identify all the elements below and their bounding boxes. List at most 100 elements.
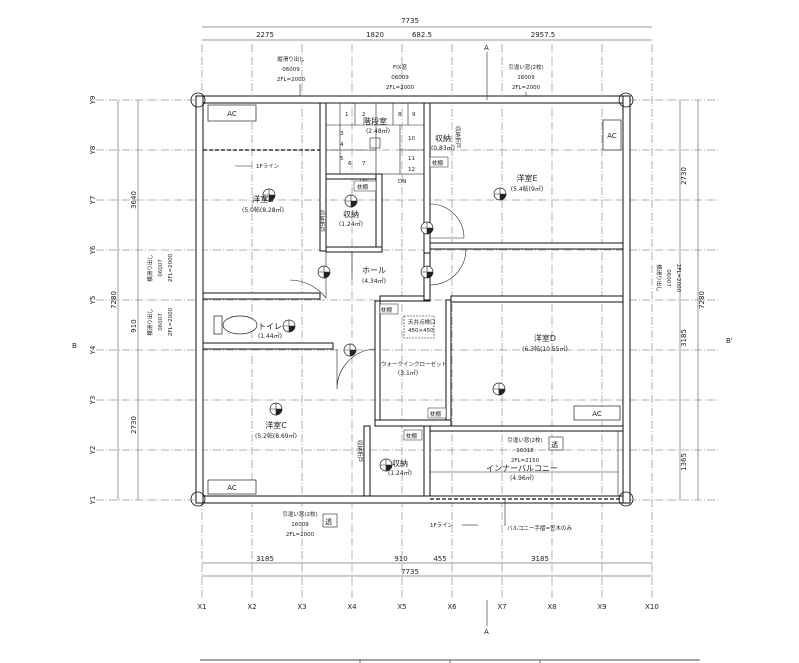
grid-label-x: X6 bbox=[447, 603, 457, 611]
ac-label-d: AC bbox=[592, 410, 602, 418]
grid-label-x: X5 bbox=[397, 603, 406, 611]
step-9: 9 bbox=[412, 112, 416, 118]
room-area-b: (5.0帖(8.28㎡) bbox=[242, 206, 284, 214]
fold-door-2: 収納折戸 bbox=[454, 126, 462, 149]
window-8-height: 2FL=2000 bbox=[286, 532, 315, 538]
shelf-label-5: 枕棚 bbox=[406, 432, 418, 440]
left-dimensions: 7280 3640 910 2730 bbox=[110, 100, 139, 500]
grid-label-y: Y7 bbox=[89, 196, 97, 206]
grid-label-x: X9 bbox=[597, 603, 606, 611]
bottom-dimensions: 3185 910 455 3185 7735 bbox=[202, 555, 652, 577]
shelf-labels: 枕棚 枕棚 枕棚 枕棚 枕棚 収納折戸 収納折戸 収納折戸 bbox=[318, 126, 462, 463]
room-area-stair: (2.48㎡) bbox=[366, 127, 390, 135]
step-6: 6 bbox=[348, 161, 352, 167]
window-4-type: 横滑り出し bbox=[146, 254, 154, 282]
window-5-code: 06007 bbox=[158, 313, 164, 331]
shelf-label-4: 枕棚 bbox=[430, 410, 442, 418]
window-7-type: 引違い窓(2枚) bbox=[507, 436, 542, 444]
dim-overall-top: 7735 bbox=[401, 17, 419, 25]
room-area-e: (5.4帖(9㎡) bbox=[511, 185, 543, 193]
step-12: 12 bbox=[408, 167, 415, 173]
window-5-height: 2FL=2000 bbox=[168, 307, 174, 336]
dim-bottom-1: 3185 bbox=[256, 555, 274, 563]
step-8: 8 bbox=[398, 112, 402, 118]
dim-top-2: 1820 bbox=[366, 31, 384, 39]
ceiling-light-icon bbox=[343, 343, 357, 357]
ac-label-b: AC bbox=[227, 110, 237, 118]
ceiling-light-icon bbox=[262, 188, 276, 202]
section-marks: A A B B' bbox=[72, 44, 733, 636]
dim-right-1: 2730 bbox=[680, 167, 688, 185]
hatch-size: 450×450 bbox=[408, 328, 434, 334]
room-name-wic: ウォークインクローゼット bbox=[381, 360, 447, 368]
dim-right-3: 1365 bbox=[680, 453, 688, 471]
dim-overall-bottom: 7735 bbox=[401, 568, 419, 576]
doors bbox=[289, 203, 467, 390]
ceiling-light-icon bbox=[269, 402, 283, 416]
window-7-code: 16018 bbox=[516, 448, 534, 454]
dim-top-1: 2275 bbox=[256, 31, 274, 39]
dim-right-outer: 7280 bbox=[698, 291, 706, 309]
step-1: 1 bbox=[345, 112, 349, 118]
shelf-label-1: 枕棚 bbox=[357, 183, 369, 191]
dim-right-2: 3185 bbox=[680, 329, 688, 347]
dim-bottom-3: 455 bbox=[433, 555, 446, 563]
room-area-storage-3: (1.24㎡) bbox=[388, 469, 412, 477]
room-name-storage-2: 収納 bbox=[343, 209, 359, 219]
railing-label: バルコニー手摺=笠木のみ bbox=[507, 524, 572, 532]
shelf-label-3: 枕棚 bbox=[381, 306, 393, 314]
dim-left-outer: 7280 bbox=[110, 291, 118, 309]
grid-label-y: Y1 bbox=[89, 496, 97, 506]
section-b-left: B bbox=[72, 342, 77, 350]
section-a-bottom: A bbox=[484, 628, 489, 636]
window-1-code: 06009 bbox=[282, 67, 300, 73]
grid-lines bbox=[96, 44, 718, 598]
room-name-b: 洋室B bbox=[252, 194, 274, 204]
room-area-storage-2: (1.24㎡) bbox=[339, 220, 363, 228]
window-2-code: 06009 bbox=[391, 75, 409, 81]
ac-label-e: AC bbox=[607, 132, 617, 140]
hatch-label: 天井点検口 bbox=[408, 318, 436, 326]
dim-left-1: 3640 bbox=[130, 191, 138, 209]
ceiling-light-icon bbox=[420, 265, 434, 279]
window-1-type: 縦滑り出し bbox=[277, 55, 305, 63]
ceiling-light-icon bbox=[492, 382, 506, 396]
dim-left-2: 910 bbox=[130, 319, 138, 332]
dim-left-3: 2730 bbox=[130, 416, 138, 434]
room-name-e: 洋室E bbox=[516, 173, 537, 183]
window-6-code: 06007 bbox=[665, 269, 671, 287]
fline-label-lower: 1Fライン bbox=[430, 522, 454, 529]
room-name-storage-3: 収納 bbox=[392, 458, 408, 468]
window-6-type: 横滑り出し bbox=[655, 264, 663, 292]
room-area-wic: (3.1㎡) bbox=[398, 369, 418, 377]
room-labels: 階段室 (2.48㎡) 収納 (0.83㎡) 洋室E (5.4帖(9㎡) 洋室B… bbox=[242, 116, 568, 482]
fold-door-3: 収納折戸 bbox=[356, 440, 364, 463]
grid-label-x: X4 bbox=[347, 603, 357, 611]
window-3-code: 16009 bbox=[517, 75, 535, 81]
top-dimensions: 7735 2275 1820 682.5 2957.5 bbox=[202, 17, 652, 41]
ceiling-light-icon bbox=[379, 458, 393, 472]
room-area-toilet: (1.44㎡) bbox=[258, 332, 282, 340]
clear-glass-1: 透 bbox=[551, 441, 558, 449]
window-6-height: 2FL=2000 bbox=[675, 264, 681, 293]
grid-label-x: X8 bbox=[547, 603, 556, 611]
section-a-top: A bbox=[484, 44, 489, 52]
ceiling-light-icon bbox=[344, 194, 358, 208]
clear-glass-markers: 透 透 bbox=[322, 436, 564, 528]
clear-glass-2: 透 bbox=[325, 518, 332, 526]
staircase: 1 2 3 4 5 6 7 8 9 10 11 12 UP DN bbox=[325, 102, 425, 185]
step-7: 7 bbox=[362, 161, 366, 167]
window-7-height: 2FL=2150 bbox=[511, 458, 540, 464]
room-name-stair: 階段室 bbox=[363, 116, 387, 126]
room-name-c: 洋室C bbox=[265, 420, 287, 430]
stair-dn-label: DN bbox=[398, 179, 406, 185]
step-5: 5 bbox=[340, 156, 344, 162]
window-3-height: 2FL=2000 bbox=[512, 85, 541, 91]
right-dimensions: 2730 3185 1365 7280 bbox=[679, 100, 706, 500]
room-name-d: 洋室D bbox=[534, 333, 556, 343]
window-3-type: 引違い窓(2枚) bbox=[508, 63, 543, 71]
window-2-height: 2FL=2000 bbox=[386, 85, 415, 91]
